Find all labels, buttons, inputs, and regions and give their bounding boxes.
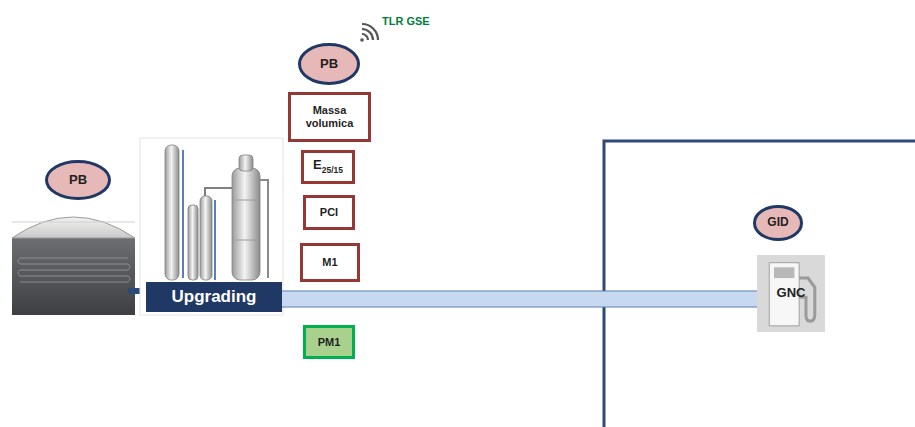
node-text: PB xyxy=(320,57,338,72)
ellipse-node: GID xyxy=(753,205,803,241)
node-text: GID xyxy=(767,216,788,230)
process-box: Massa volumica xyxy=(288,92,371,142)
process-box: PCI xyxy=(303,195,355,230)
node-text: E25/15 xyxy=(313,158,343,175)
node-text: GNC xyxy=(777,286,806,301)
boundary-line xyxy=(604,141,915,427)
process-box: M1 xyxy=(300,243,360,282)
process-box: E25/15 xyxy=(301,150,355,184)
gas-pipe xyxy=(282,299,757,300)
node-text: PCI xyxy=(320,206,338,219)
node-text: Upgrading xyxy=(172,287,257,307)
node-text: M1 xyxy=(322,256,337,269)
process-box: PM1 xyxy=(303,325,355,359)
node-text: PM1 xyxy=(318,336,341,349)
ellipse-node: PB xyxy=(45,160,111,200)
signal-label: TLR GSE xyxy=(382,15,430,27)
node-text: Massa volumica xyxy=(288,104,371,129)
digester-tank xyxy=(12,217,146,315)
ellipse-node: PB xyxy=(298,43,360,85)
wireless-symbol xyxy=(360,24,378,42)
pump-icon: GNC xyxy=(757,255,825,332)
node-text: PB xyxy=(69,173,87,188)
upgrading-plant xyxy=(140,138,283,315)
process-box: Upgrading xyxy=(146,282,282,312)
